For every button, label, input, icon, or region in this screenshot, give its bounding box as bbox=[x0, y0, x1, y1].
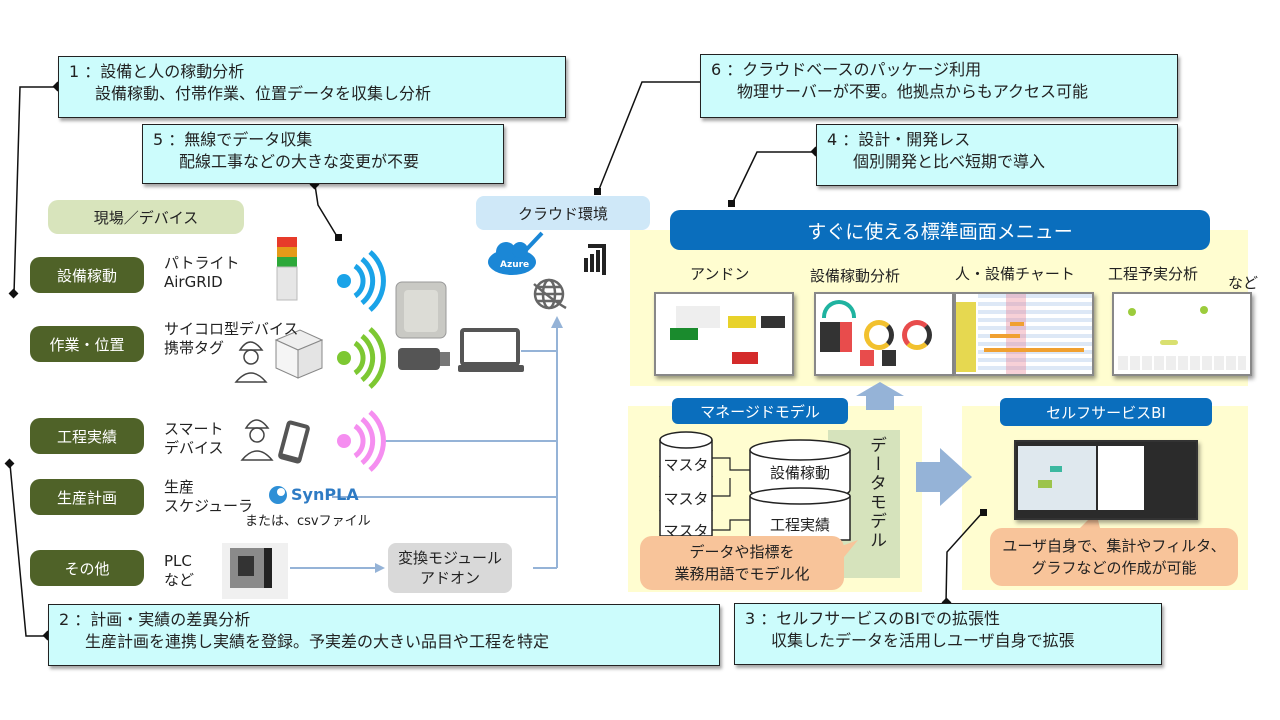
callout-4: 4 ：設計・開発レス 個別開発と比べ短期で導入 bbox=[816, 124, 1178, 186]
wifi-icon-blue bbox=[337, 250, 386, 312]
callout-number: 1 bbox=[69, 62, 80, 81]
master-table-3: マスタ bbox=[663, 522, 709, 540]
laptop-icon bbox=[458, 328, 524, 372]
screen-thumb-equipment-analysis[interactable] bbox=[814, 292, 954, 376]
callout-title: セルフサービスのBIでの拡張性 bbox=[776, 609, 1000, 628]
device-label: 生産スケジューラ bbox=[164, 478, 253, 515]
screen-thumb-person-equipment-chart[interactable] bbox=[954, 292, 1094, 376]
data-model-label: データモデル bbox=[866, 436, 886, 550]
callout-title: クラウドベースのパッケージ利用 bbox=[742, 60, 982, 79]
callout-6: 6 ：クラウドベースのパッケージ利用 物理サーバーが不要。他拠点からもアクセス可… bbox=[700, 54, 1178, 118]
synpla-logo-text: SynPLA bbox=[291, 485, 359, 504]
category-process-results: 工程実績 bbox=[30, 418, 144, 454]
screen-label-equipment-analysis: 設備稼動分析 bbox=[810, 267, 901, 285]
screen-thumb-process-plan-actual[interactable] bbox=[1112, 292, 1252, 376]
smartphone-icon bbox=[278, 420, 310, 464]
arrow-to-converter bbox=[375, 563, 385, 573]
device-label: スマートデバイス bbox=[164, 420, 224, 457]
model-note: データや指標を 業務用語でモデル化 bbox=[640, 536, 844, 590]
synpla-csv-note: または、csvファイル bbox=[245, 514, 371, 529]
callout-3: 3 ：セルフサービスのBIでの拡張性 収集したデータを活用しユーザ自身で拡張 bbox=[734, 603, 1162, 665]
airgrid-device-icon bbox=[395, 281, 447, 339]
callout-desc: 個別開発と比べ短期で導入 bbox=[853, 152, 1046, 171]
callout-desc: 生産計画を連携し実績を登録。予実差の大きい品目や工程を特定 bbox=[85, 632, 550, 651]
callout-desc: 収集したデータを活用しユーザ自身で拡張 bbox=[771, 631, 1075, 650]
synpla-logo-icon bbox=[269, 486, 287, 504]
category-equipment-operation: 設備稼動 bbox=[30, 257, 144, 293]
azure-label: Azure bbox=[500, 260, 530, 270]
wifi-icon-pink bbox=[337, 410, 386, 472]
managed-model-title: マネージドモデル bbox=[672, 398, 848, 424]
self-bi-title: セルフサービスBI bbox=[1000, 398, 1212, 426]
screen-label-process-plan-actual: 工程予実分析 bbox=[1108, 265, 1199, 283]
self-bi-screenshot[interactable] bbox=[1014, 440, 1198, 520]
converter-module: 変換モジュール アドオン bbox=[388, 543, 512, 593]
callout-2: 2 ：計画・実績の差異分析 生産計画を連携し実績を登録。予実差の大きい品目や工程… bbox=[48, 604, 720, 666]
worker-icon-2 bbox=[240, 419, 274, 461]
screen-label-person-equipment-chart: 人・設備チャート bbox=[955, 265, 1075, 283]
leader-c4 bbox=[731, 151, 816, 205]
globe-icon bbox=[533, 278, 567, 310]
screen-thumb-andon[interactable] bbox=[654, 292, 794, 376]
fact-table-process: 工程実績 bbox=[769, 516, 830, 534]
wifi-icon-green bbox=[337, 327, 386, 389]
usb-dongle-icon bbox=[398, 348, 450, 370]
leader-c6 bbox=[597, 81, 709, 193]
callout-desc: 物理サーバーが不要。他拠点からもアクセス可能 bbox=[737, 82, 1089, 101]
plc-machine-icon bbox=[222, 543, 288, 599]
fact-table-equipment: 設備稼動 bbox=[769, 464, 830, 482]
etc-label: など bbox=[1228, 274, 1259, 292]
callout-title: 無線でデータ収集 bbox=[184, 130, 313, 149]
self-bi-note: ユーザ自身で、集計やフィルタ、 グラフなどの作成が可能 bbox=[990, 528, 1238, 586]
site-devices-header: 現場／デバイス bbox=[48, 200, 244, 234]
standard-menu-title: すぐに使える標準画面メニュー bbox=[670, 210, 1210, 250]
callout-1: 1 ：設備と人の稼動分析 設備稼動、付帯作業、位置データを収集し分析 bbox=[58, 56, 566, 118]
callout-desc: 配線工事などの大きな変更が不要 bbox=[179, 152, 420, 171]
cloud-environment-header: クラウド環境 bbox=[476, 196, 650, 230]
leader-c5 bbox=[314, 184, 339, 239]
arrow-to-cloud bbox=[551, 316, 563, 328]
device-label: サイコロ型デバイス携帯タグ bbox=[164, 320, 299, 357]
powerbi-icon bbox=[584, 244, 606, 275]
screen-label-andon: アンドン bbox=[690, 265, 750, 283]
callout-desc: 設備稼動、付帯作業、位置データを収集し分析 bbox=[95, 84, 432, 103]
master-table-2: マスタ bbox=[663, 490, 709, 508]
master-table-1: マスタ bbox=[663, 456, 709, 474]
signal-tower-icon bbox=[276, 237, 298, 301]
category-other: その他 bbox=[30, 550, 144, 586]
category-work-location: 作業・位置 bbox=[30, 326, 144, 362]
callout-title: 設備と人の稼動分析 bbox=[100, 62, 245, 81]
callout-5: 5 ：無線でデータ収集 配線工事などの大きな変更が不要 bbox=[142, 124, 504, 184]
category-production-plan: 生産計画 bbox=[30, 479, 144, 515]
callout-title: 計画・実績の差異分析 bbox=[90, 610, 251, 629]
data-lines bbox=[290, 326, 558, 569]
callout-title: 設計・開発レス bbox=[858, 130, 971, 149]
